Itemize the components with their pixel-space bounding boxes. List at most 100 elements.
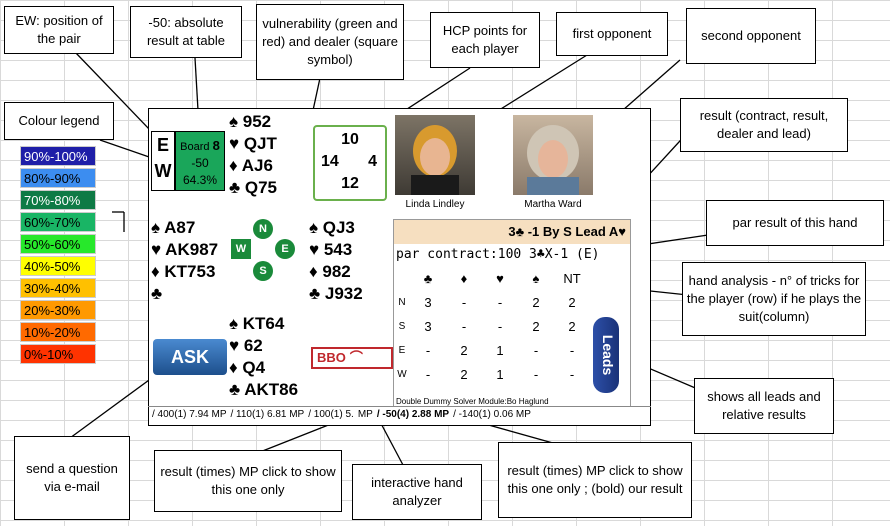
hand-panel: E W Board 8 -50 64.3% ♠ 952 ♥ QJT ♦ AJ6 … <box>148 108 651 426</box>
east-hearts: ♥ 543 <box>309 240 353 259</box>
pair-position-box: E W <box>151 131 175 191</box>
result-entry[interactable]: MP <box>357 409 373 420</box>
result-entry[interactable]: / 400(1) 7.94 MP <box>152 409 227 420</box>
bbo-analyzer-button[interactable]: BBO⌒ <box>311 347 393 369</box>
compass-west: W <box>231 239 251 259</box>
callout-result-info: result (contract, result, dealer and lea… <box>680 98 848 152</box>
double-dummy-table: ♣ ♦ ♥ ♠ NT N 3 - - 2 2 S 3 - <box>394 266 630 386</box>
dd-cell: - <box>461 318 467 334</box>
callout-first-opponent: first opponent <box>556 12 668 56</box>
hcp-south: 12 <box>341 175 359 192</box>
callout-ew-position: EW: position of the pair <box>4 6 114 54</box>
callout-hcp-points: HCP points for each player <box>430 12 540 68</box>
legend-item: 50%-60% <box>20 234 96 254</box>
second-opponent-avatar <box>527 125 579 195</box>
west-diamonds: ♦ KT753 <box>151 262 216 281</box>
result-entry[interactable]: / 100(1) 5. <box>308 409 354 420</box>
dd-cell: - <box>425 366 431 382</box>
first-opponent-photo <box>395 115 475 195</box>
east-hand: ♠ QJ3 ♥ 543 ♦ 982 ♣ J932 <box>309 217 363 305</box>
board-number: 8 <box>212 138 220 153</box>
dd-cell: 2 <box>568 318 576 334</box>
west-spades: ♠ A87 <box>151 218 196 237</box>
callout-leads-info: shows all leads and relative results <box>694 378 834 434</box>
board-percent: 64.3% <box>182 173 218 187</box>
dd-cell: 2 <box>460 342 468 358</box>
result-entry-own[interactable]: / -50(4) 2.88 MP <box>376 409 450 420</box>
legend-item: 10%-20% <box>20 322 96 342</box>
first-opponent-name: Linda Lindley <box>405 199 465 210</box>
legend-item: 30%-40% <box>20 278 96 298</box>
west-hearts: ♥ AK987 <box>151 240 219 259</box>
pair-west-label: W <box>154 161 172 181</box>
dd-row-s: S 3 - - 2 2 <box>394 314 590 338</box>
dd-header-hearts: ♥ <box>496 270 504 286</box>
north-hearts: ♥ QJT <box>229 134 277 153</box>
dd-cell: 3 <box>424 294 432 310</box>
north-diamonds: ♦ AJ6 <box>229 156 273 175</box>
west-clubs: ♣ <box>151 284 163 303</box>
leads-label: Leads <box>600 334 616 376</box>
dd-row-label: N <box>398 296 406 308</box>
second-opponent-photo <box>513 115 593 195</box>
north-clubs: ♣ Q75 <box>229 178 278 197</box>
dd-cell: 2 <box>532 318 540 334</box>
ask-button[interactable]: ASK <box>153 339 227 375</box>
legend-item: 40%-50% <box>20 256 96 276</box>
north-hand: ♠ 952 ♥ QJT ♦ AJ6 ♣ Q75 <box>229 111 277 199</box>
board-score-box: Board 8 -50 64.3% <box>175 131 225 191</box>
dd-row-label: E <box>398 344 406 356</box>
dd-row-label: W <box>397 368 407 380</box>
callout-second-opponent: second opponent <box>686 8 816 64</box>
dd-cell: 2 <box>532 294 540 310</box>
second-opponent-name: Martha Ward <box>524 199 582 210</box>
first-opponent-avatar <box>411 125 459 195</box>
callout-hand-analysis: hand analysis - n° of tricks for the pla… <box>682 262 866 336</box>
hcp-box: 10 14 4 12 <box>313 125 387 201</box>
dd-row-e: E - 2 1 - - <box>394 338 590 362</box>
east-spades: ♠ QJ3 <box>309 218 355 237</box>
dd-cell: - <box>425 342 431 358</box>
legend-item: 70%-80% <box>20 190 96 210</box>
result-par-box: 3♣ -1 By S Lead A♥ par contract:100 3♣X-… <box>393 219 631 407</box>
compass: N W E S <box>231 219 295 281</box>
leads-button[interactable]: Leads <box>593 317 619 393</box>
dd-cell: 1 <box>496 366 504 382</box>
board-label: Board <box>180 141 210 153</box>
bbo-logo-icon: ⌒ <box>349 350 363 365</box>
result-entry[interactable]: / -140(1) 0.06 MP <box>453 409 531 420</box>
dd-row-label: S <box>398 320 406 332</box>
south-diamonds: ♦ Q4 <box>229 358 266 377</box>
legend-item: 0%-10% <box>20 344 96 364</box>
dd-cell: 2 <box>460 366 468 382</box>
dd-solver-credit: Double Dummy Solver Module:Bo Haglund <box>396 397 549 406</box>
hcp-west: 14 <box>321 153 339 170</box>
dd-header-clubs: ♣ <box>423 270 433 286</box>
callout-colour-legend: Colour legend <box>4 102 114 140</box>
hcp-north: 10 <box>341 131 359 148</box>
dd-cell: - <box>569 366 575 382</box>
dd-cell: - <box>569 342 575 358</box>
results-bar: / 400(1) 7.94 MP/ 110(1) 6.81 MP/ 100(1)… <box>148 406 651 423</box>
east-clubs: ♣ J932 <box>309 284 363 303</box>
dd-header-diamonds: ♦ <box>460 270 468 286</box>
south-hearts: ♥ 62 <box>229 336 263 355</box>
legend-item: 60%-70% <box>20 212 96 232</box>
compass-east: E <box>275 239 295 259</box>
board-score: -50 <box>191 156 209 170</box>
dd-row-n: N 3 - - 2 2 <box>394 290 590 314</box>
south-clubs: ♣ AKT86 <box>229 380 299 399</box>
south-hand: ♠ KT64 ♥ 62 ♦ Q4 ♣ AKT86 <box>229 313 298 401</box>
dd-cell: 1 <box>496 342 504 358</box>
dd-cell: - <box>497 318 503 334</box>
callout-result-mp-2: result (times) MP click to show this one… <box>498 442 692 518</box>
callout-result-mp-1: result (times) MP click to show this one… <box>154 450 342 512</box>
callout-interactive-analyzer: interactive hand analyzer <box>352 464 482 520</box>
result-entry[interactable]: / 110(1) 6.81 MP <box>230 409 305 420</box>
legend-item: 20%-30% <box>20 300 96 320</box>
callout-absolute-result: -50: absolute result at table <box>130 6 242 58</box>
callout-par-result: par result of this hand <box>706 200 884 246</box>
bbo-label: BBO <box>317 350 346 365</box>
dd-cell: 3 <box>424 318 432 334</box>
callout-vulnerability: vulnerability (green and red) and dealer… <box>256 4 404 80</box>
